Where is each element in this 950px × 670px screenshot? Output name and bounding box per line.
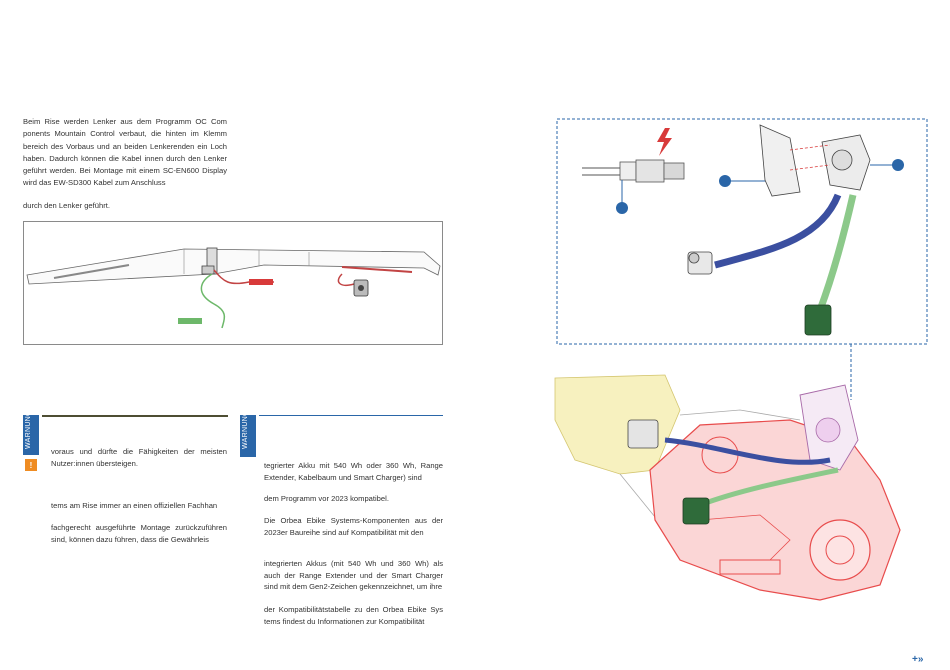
intro-paragraph-2: durch den Lenker geführt. bbox=[23, 200, 110, 210]
warning-rule bbox=[259, 415, 443, 416]
blue-plug-mounted bbox=[627, 419, 659, 449]
green-cable-plug bbox=[804, 304, 832, 336]
warning-label: WARNUNG bbox=[242, 410, 249, 449]
green-cable bbox=[816, 194, 857, 312]
display-cable-connector bbox=[582, 159, 685, 183]
callout-dot-3 bbox=[892, 159, 904, 171]
next-page-link[interactable]: +» bbox=[912, 654, 924, 665]
frame-outline bbox=[619, 409, 801, 561]
warning-label: WARNUNG bbox=[25, 410, 32, 449]
intro-paragraph-1: Beim Rise werden Lenker aus dem Programm… bbox=[23, 117, 227, 188]
battery-outline bbox=[554, 374, 681, 475]
green-plug-mounted bbox=[682, 497, 710, 525]
warning-label-bar: WARNUNG bbox=[240, 410, 256, 457]
warning1-line-1: voraus und dürfte die Fähigkeiten der me… bbox=[51, 447, 227, 468]
warning2-line-4: integrierten Akkus (mit 540 Wh und 360 W… bbox=[264, 559, 443, 591]
warning2-line-3: Die Orbea Ebike Systems-Komponenten aus … bbox=[264, 516, 443, 537]
motor-unit bbox=[649, 419, 901, 601]
warning-rule bbox=[42, 415, 228, 417]
warning-triangle-icon: ! bbox=[25, 459, 37, 471]
warning1-line-3: fachgerecht ausgeführte Montage zurückzu… bbox=[51, 523, 227, 544]
detail-frame bbox=[556, 118, 928, 345]
green-cable-mounted bbox=[699, 467, 839, 508]
callout-dot-1 bbox=[616, 202, 628, 214]
warning2-line-2: dem Programm vor 2023 kompatibel. bbox=[264, 494, 389, 503]
warning1-line-2: tems am Rise immer an einen offiziellen … bbox=[51, 501, 218, 510]
warning2-line-5: der Kompatibilitätstabelle zu den Orbea … bbox=[264, 605, 443, 626]
intro-text: Beim Rise werden Lenker aus dem Programm… bbox=[23, 116, 227, 212]
warning2-line-1: tegrierter Akku mit 540 Wh oder 360 Wh, … bbox=[264, 461, 443, 482]
lightning-icon bbox=[657, 128, 672, 156]
warning-box-1: WARNUNG ! bbox=[23, 410, 228, 475]
cable-port-bracket bbox=[759, 124, 871, 197]
warning-box-2: WARNUNG bbox=[240, 410, 443, 460]
warning-label-bar: WARNUNG bbox=[23, 410, 39, 455]
blue-cable bbox=[714, 193, 842, 269]
motor-port-plate bbox=[799, 384, 859, 471]
callout-dot-2 bbox=[719, 175, 731, 187]
handlebar-illustration bbox=[26, 247, 441, 329]
blue-cable-plug bbox=[687, 251, 713, 275]
handlebar-diagram bbox=[23, 221, 443, 345]
blue-cable-mounted bbox=[664, 437, 831, 465]
